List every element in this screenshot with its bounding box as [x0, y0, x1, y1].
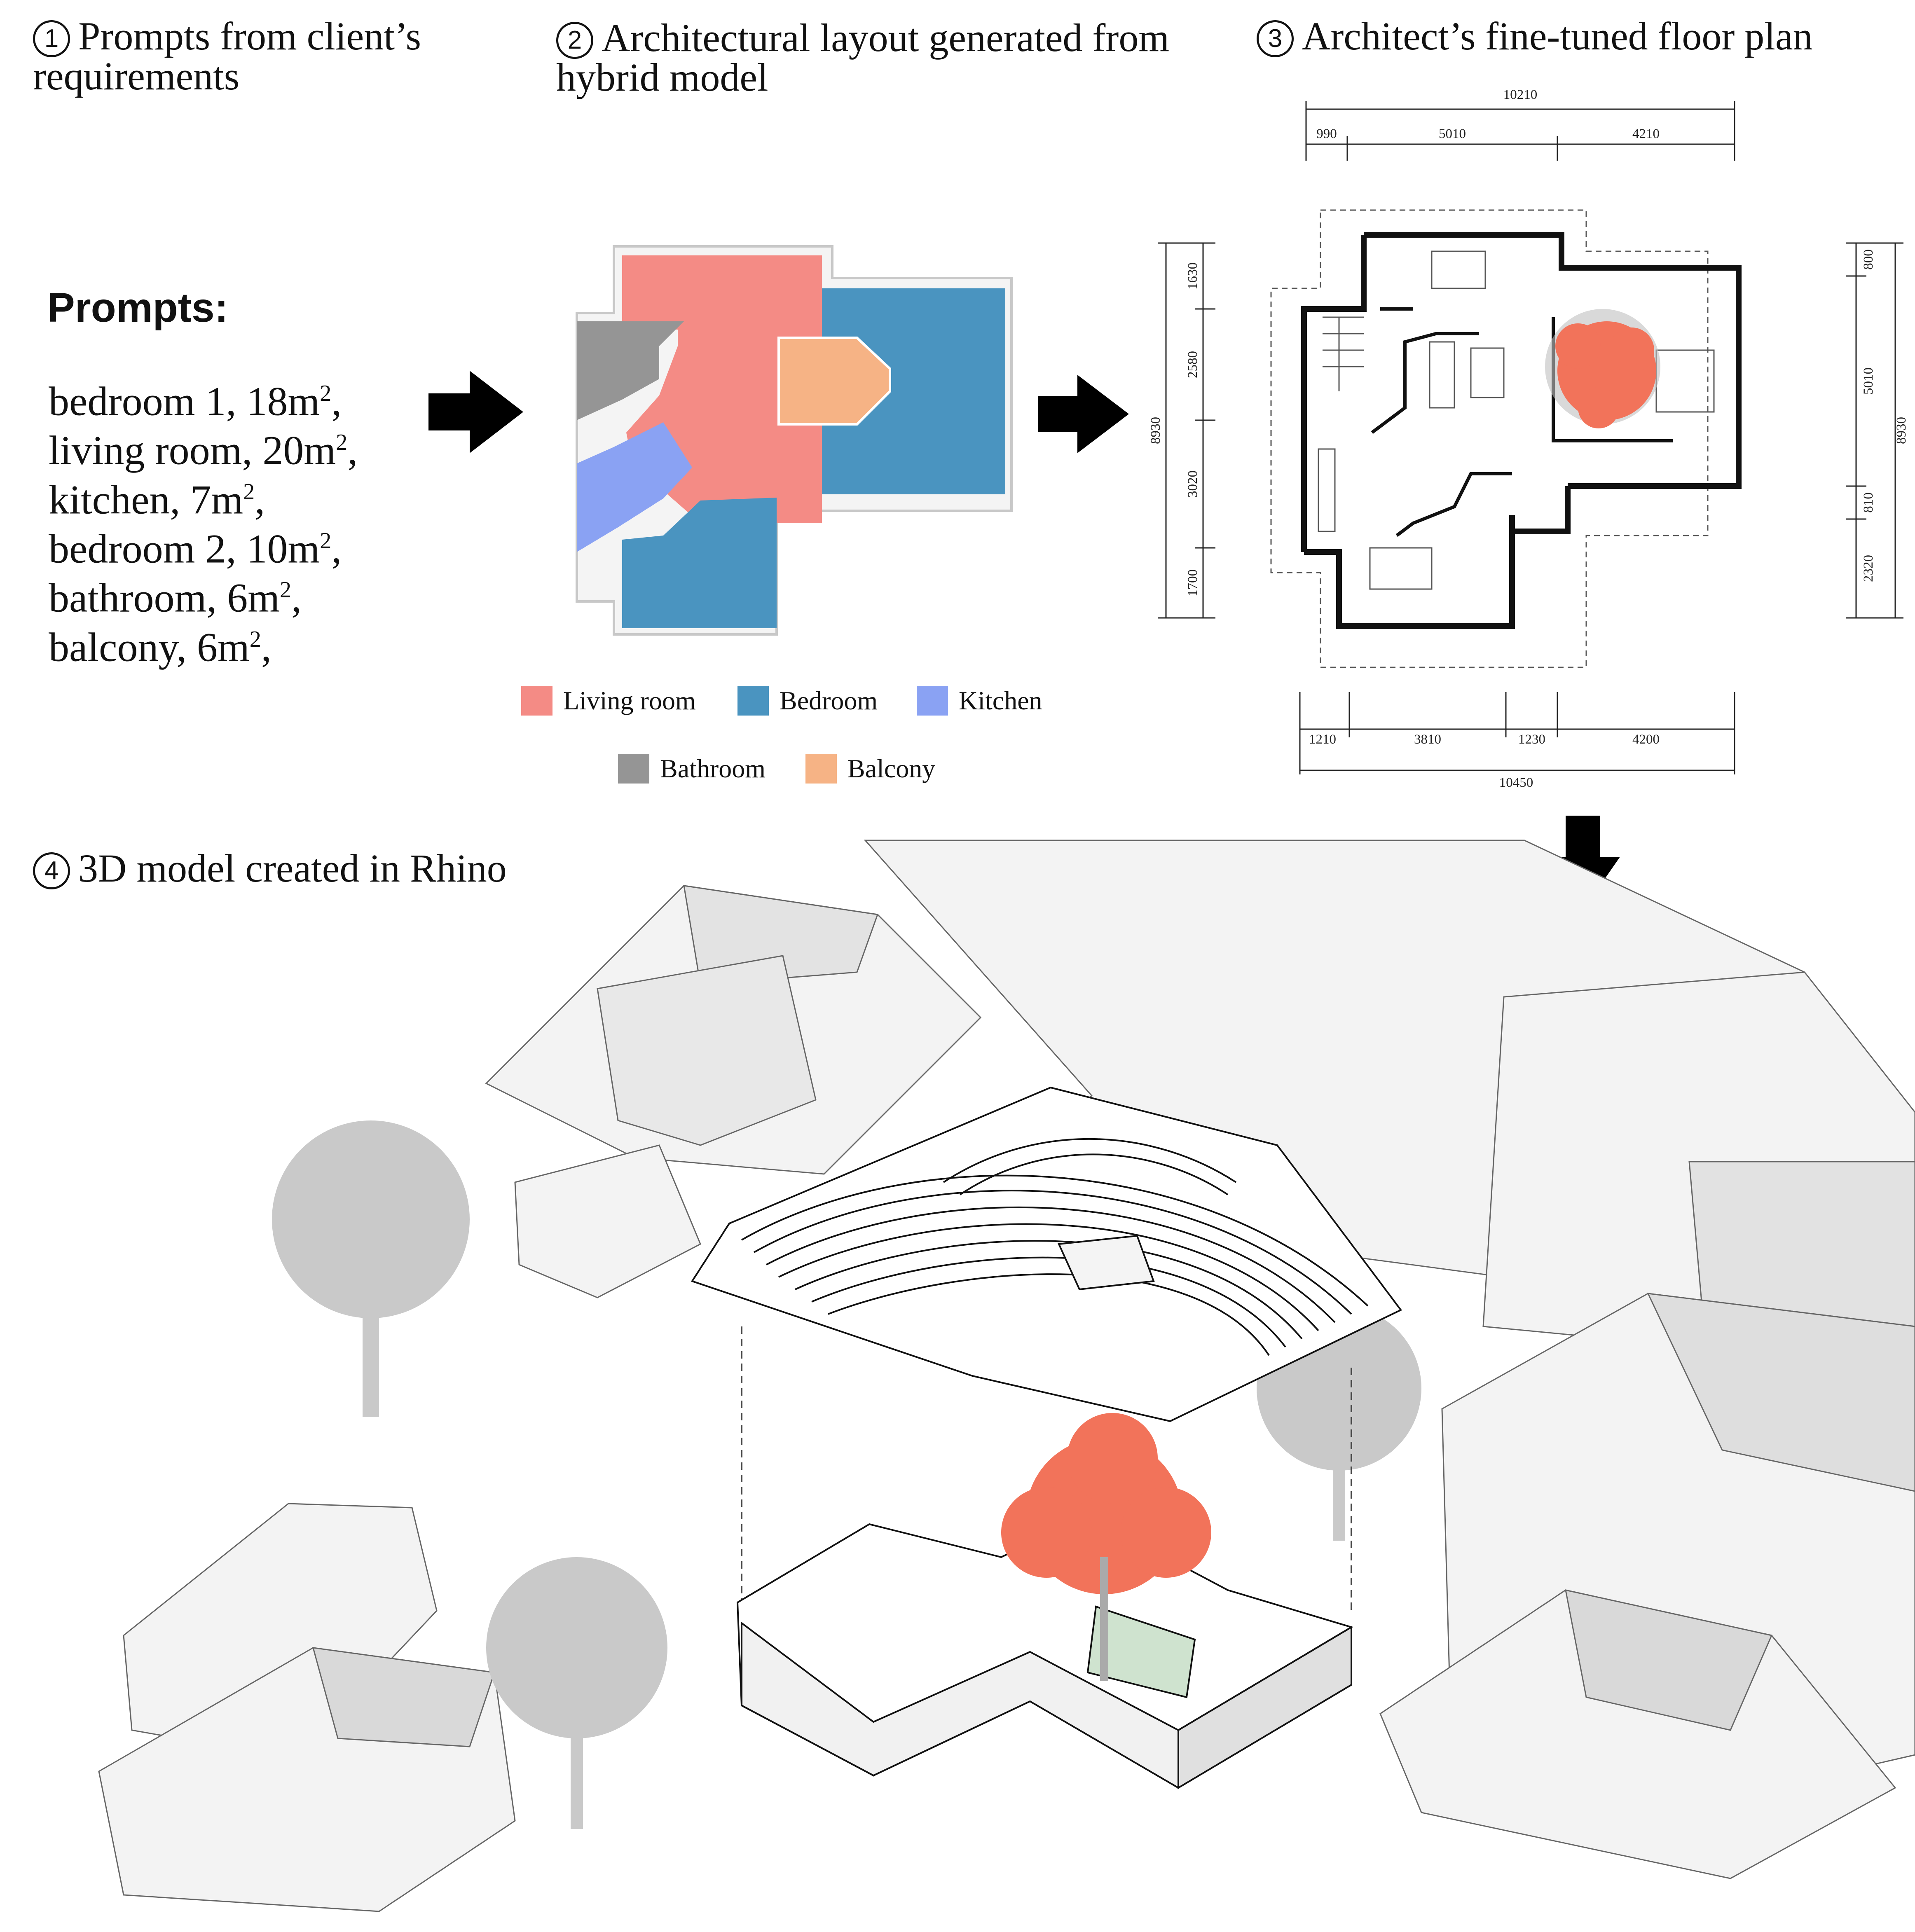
dimension-lines [1158, 101, 1903, 774]
room-bedroom-1 [816, 288, 1005, 494]
dim-bottom-2: 1230 [1518, 732, 1545, 747]
dim-top-2: 4210 [1632, 126, 1660, 141]
step-4-title-line1: 3D model created in Rhino [78, 846, 507, 890]
dim-right-total: 8930 [1894, 417, 1909, 444]
legend-bedroom: Bedroom [737, 686, 878, 716]
dim-right-3: 2320 [1861, 555, 1876, 582]
step-2-title-line1: Architectural layout generated from [602, 16, 1170, 60]
step-4-number: 4 [33, 852, 70, 889]
step-1-number: 1 [33, 20, 70, 57]
dim-left-1: 2580 [1185, 351, 1200, 378]
prompt-item: bedroom 2, 10m2, [49, 526, 342, 572]
prompt-item: kitchen, 7m2, [49, 476, 265, 522]
legend-living-room: Living room [521, 686, 696, 716]
guide-lines [741, 1326, 1352, 1615]
room-kitchen [577, 422, 692, 552]
plan-furniture [1318, 250, 1715, 590]
dim-bottom-0: 1210 [1309, 732, 1336, 747]
room-bathroom [577, 321, 684, 420]
arrow-down-icon [1546, 816, 1620, 910]
legend-bathroom: Bathroom [618, 754, 766, 784]
legend-swatch [618, 754, 649, 784]
step-2-title-line2: hybrid model [556, 55, 768, 99]
prompt-list: bedroom 1, 18m2, living room, 20m2, kitc… [49, 373, 358, 668]
plan-dashed-boundary [1270, 209, 1709, 668]
prompt-item: bathroom, 6m2, [49, 575, 302, 621]
step-1-title-line2: requirements [33, 54, 240, 98]
prompt-item: bedroom 1, 18m2, [49, 378, 342, 424]
plan-walls [1301, 232, 1742, 629]
dim-top-0: 990 [1316, 126, 1337, 141]
dim-right-1: 5010 [1861, 367, 1876, 395]
step-1-title-line1: Prompts from client’s [78, 14, 421, 58]
legend-balcony: Balcony [805, 754, 935, 784]
step-2-number: 2 [556, 22, 593, 59]
arrow-right-icon [428, 371, 523, 453]
dim-left-3: 1700 [1185, 569, 1200, 596]
house-base [736, 1515, 1353, 1789]
dim-left-total: 8930 [1148, 417, 1163, 444]
legend-kitchen: Kitchen [917, 686, 1042, 716]
roof [691, 1086, 1402, 1422]
prompts-heading: Prompts: [47, 285, 228, 331]
dim-bottom-total: 10450 [1499, 775, 1533, 790]
prompt-item: living room, 20m2, [49, 427, 358, 473]
room-balcony [777, 337, 891, 426]
generated-layout [576, 245, 1013, 636]
bedroom-2-block [622, 498, 777, 628]
dim-left-2: 3020 [1185, 470, 1200, 498]
dim-top-1: 5010 [1439, 126, 1466, 141]
legend-swatch [521, 686, 552, 716]
courtyard-tree [1001, 1413, 1211, 1681]
floor-plan: 10210 990 5010 4210 1210 3810 1230 4200 … [1148, 87, 1909, 790]
dim-right-0: 800 [1861, 249, 1876, 270]
legend-swatch [737, 686, 769, 716]
prompt-item: balcony, 6m2, [49, 624, 272, 670]
legend-swatch [805, 754, 837, 784]
dim-bottom-1: 3810 [1414, 732, 1441, 747]
dim-left-0: 1630 [1185, 262, 1200, 290]
dim-top-total: 10210 [1503, 87, 1538, 102]
dimension-labels: 10210 990 5010 4210 1210 3810 1230 4200 … [1148, 87, 1909, 790]
rhino-3d-model [98, 840, 1915, 1912]
dim-right-2: 810 [1861, 492, 1876, 513]
arrow-right-icon [1038, 375, 1129, 453]
legend-swatch [917, 686, 948, 716]
plan-tree [1545, 309, 1660, 428]
dim-bottom-3: 4200 [1632, 732, 1660, 747]
step-3-number: 3 [1257, 20, 1294, 57]
step-3-title-line1: Architect’s fine-tuned floor plan [1302, 14, 1813, 58]
